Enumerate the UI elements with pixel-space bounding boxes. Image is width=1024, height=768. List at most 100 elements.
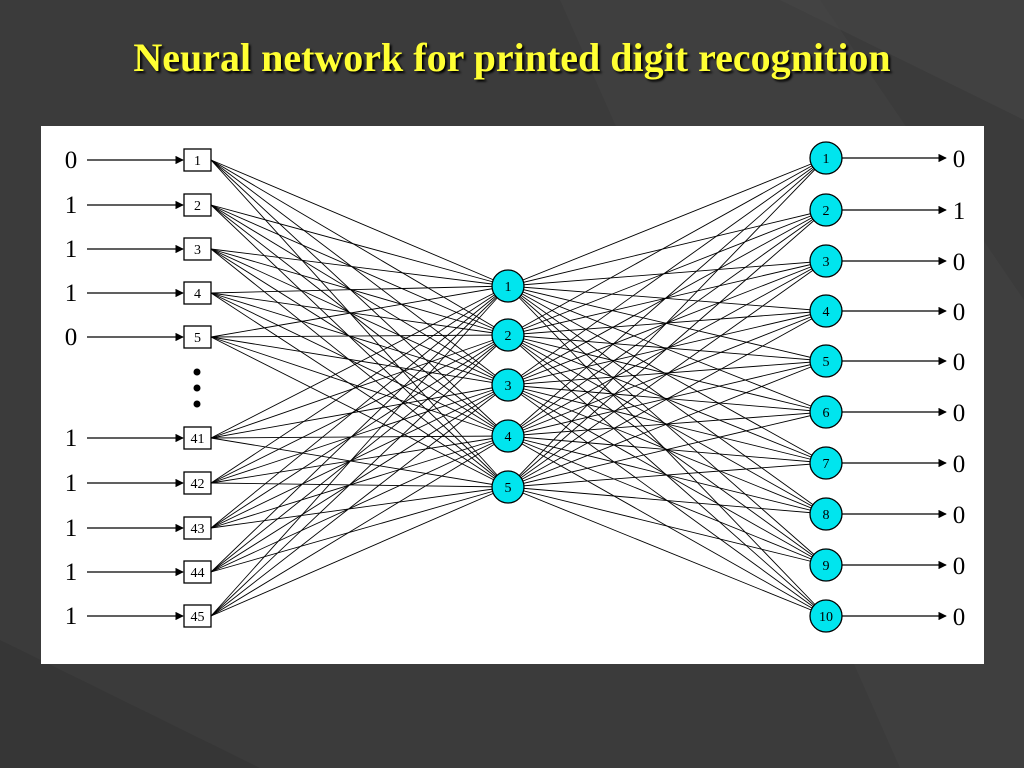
output-neuron-circle [809,497,843,531]
output-neuron-circle [809,344,843,378]
connection-line [210,334,509,338]
connection-line [210,204,509,488]
output-value: 0 [953,249,966,276]
ellipsis-dot [193,384,201,392]
connection-line [507,260,827,488]
connection-line [507,157,827,488]
input-value: 1 [65,425,78,452]
output-value: 0 [953,451,966,478]
input-value: 1 [65,470,78,497]
output-neuron: 9 [809,548,843,582]
input-value: 1 [65,603,78,630]
connection-line [507,360,827,386]
input-node: 4 [183,281,212,305]
connection-line [507,334,827,515]
input-node-box [183,471,212,495]
connection-line [210,285,509,338]
connection-line [507,285,827,566]
connection-line [507,209,827,287]
output-neuron-label: 6 [823,406,830,421]
ellipsis-dots [193,368,201,408]
input-node-box [183,560,212,584]
output-neuron-label: 4 [823,305,830,320]
slide-title: Neural network for printed digit recogni… [133,35,891,80]
input-node-box [183,148,212,172]
output-value: 0 [953,299,966,326]
input-node-label: 42 [191,477,205,492]
output-neuron-label: 10 [819,610,833,625]
input-node: 45 [183,604,212,628]
hidden-neuron: 2 [491,318,525,352]
connection-line [507,157,827,336]
connection-line [507,486,827,617]
input-node: 3 [183,237,212,261]
connection-line [210,336,509,488]
output-value: 0 [953,502,966,529]
connection-line [507,486,827,515]
connection-line [507,260,827,287]
connection-line [210,486,509,573]
connection-line [210,435,509,573]
input-node-box [183,281,212,305]
input-value: 1 [65,236,78,263]
input-node-label: 41 [191,432,205,447]
input-node-label: 4 [194,287,201,302]
connection-line [210,159,509,488]
output-neuron: 6 [809,395,843,429]
output-neuron-label: 8 [823,508,830,523]
connection-line [210,334,509,439]
output-neuron: 10 [809,599,843,633]
output-neuron: 3 [809,244,843,278]
connection-line [210,285,509,617]
hidden-neuron-circle [491,318,525,352]
output-neuron-circle [809,193,843,227]
connection-line [210,204,509,287]
connection-line [210,486,509,617]
connection-line [210,435,509,439]
output-neuron-label: 2 [823,204,830,219]
connection-line [210,334,509,573]
connection-line [210,437,509,488]
connection-line [210,159,509,386]
input-value: 0 [65,324,78,351]
input-value: 1 [65,192,78,219]
input-node-label: 2 [194,199,201,214]
connection-line [507,462,827,488]
connection-line [210,435,509,617]
connection-line [210,292,509,386]
input-node-box [183,426,212,450]
output-neuron-label: 5 [823,355,830,370]
connection-line [210,248,509,437]
hidden-neuron-circle [491,368,525,402]
ellipsis-dot [193,368,201,376]
input-value: 1 [65,515,78,542]
connection-line [507,411,827,488]
input-node-label: 1 [194,154,201,169]
output-neuron-circle [809,599,843,633]
connection-line [210,482,509,488]
connection-line [507,209,827,488]
output-neuron-circle [809,294,843,328]
connection-line [210,486,509,529]
input-node: 43 [183,516,212,540]
connection-line [210,248,509,336]
output-neuron: 8 [809,497,843,531]
hidden-neuron-label: 4 [505,430,512,445]
output-neuron-label: 3 [823,255,830,270]
connection-line [507,334,827,566]
input-node: 1 [183,148,212,172]
output-neuron-circle [809,141,843,175]
output-neuron-circle [809,446,843,480]
connection-line [210,285,509,573]
output-value: 0 [953,349,966,376]
output-neuron: 5 [809,344,843,378]
output-value: 0 [953,146,966,173]
output-neuron-label: 9 [823,559,830,574]
input-value: 1 [65,280,78,307]
hidden-neuron-circle [491,419,525,453]
hidden-neuron-label: 2 [505,329,512,344]
